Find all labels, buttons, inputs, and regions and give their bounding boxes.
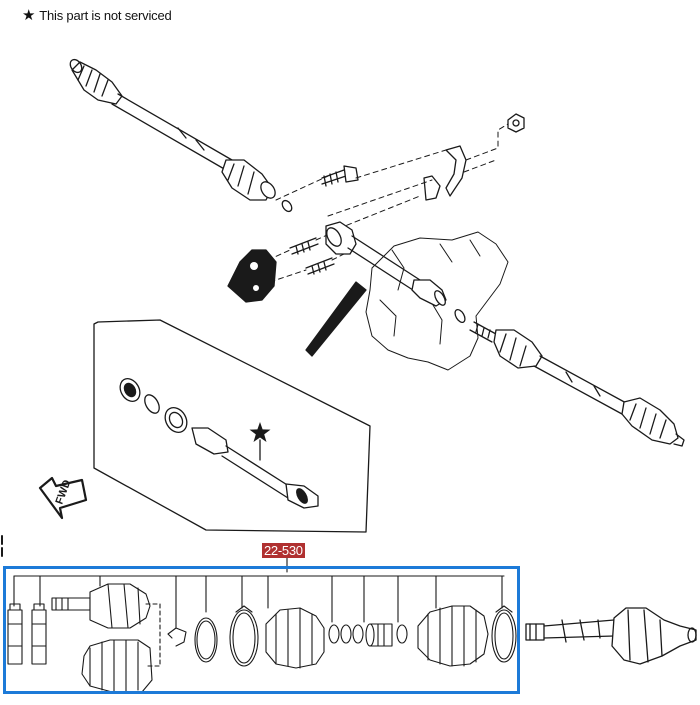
kit-callout-label: 22-530: [262, 543, 305, 558]
grease-tube-2: [31, 603, 47, 665]
cv-boot-outer: [81, 639, 153, 693]
cv-boot-inner: [265, 607, 325, 669]
kit-outline-box: [3, 566, 520, 694]
right-halfshaft: [325, 221, 685, 447]
small-clamp-2: [340, 624, 352, 644]
grease-tube-1: [7, 603, 23, 665]
detail-box: [93, 319, 371, 533]
dashed-guide: [145, 603, 161, 667]
cv-boot-right: [417, 605, 489, 667]
circlip: [167, 627, 187, 647]
small-clamp-1: [328, 624, 340, 644]
bracket-hardware: [227, 113, 525, 303]
shaft-assembly: [525, 607, 697, 665]
bushing: [365, 623, 393, 647]
fwd-arrow-icon: FWD: [38, 476, 88, 520]
cv-joint: [51, 583, 151, 629]
service-note-text: This part is not serviced: [39, 8, 172, 23]
boot-clamp-large-2: [491, 605, 517, 663]
not-serviced-star-icon: [249, 422, 271, 442]
left-halfshaft: [69, 58, 293, 213]
small-clamp-4: [396, 624, 408, 644]
star-icon: ★: [22, 7, 36, 24]
small-clamp-3: [352, 624, 364, 644]
kit-contents: [7, 557, 517, 693]
detail-pointer: [305, 281, 367, 357]
service-note: ★ This part is not serviced: [22, 8, 172, 23]
boot-clamp-large-1: [229, 605, 259, 667]
snap-ring: [194, 617, 218, 663]
